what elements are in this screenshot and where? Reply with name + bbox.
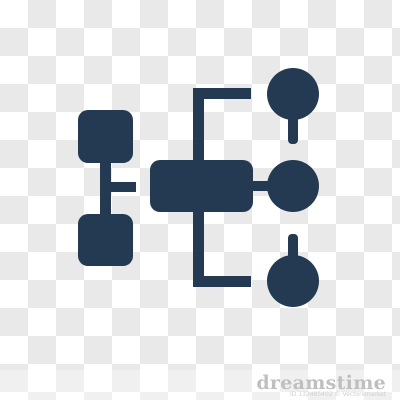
watermark-brand: dreamstime	[256, 372, 386, 394]
watermark-band	[0, 370, 400, 400]
center-node	[150, 160, 253, 212]
upper-bracket-horizontal	[193, 88, 251, 99]
middle-circle-node	[267, 160, 319, 212]
watermark-id: ID 132485402 © Vectorsmarket	[289, 391, 386, 398]
upper-bracket-vertical	[193, 88, 204, 162]
top-circle-stem	[288, 115, 298, 144]
top-circle-node	[267, 68, 319, 120]
bottom-circle-stem	[288, 234, 298, 262]
left-top-node	[78, 110, 133, 163]
left-horizontal-connector	[111, 182, 136, 192]
middle-connector	[252, 181, 272, 191]
left-bottom-node	[78, 214, 133, 266]
lower-bracket-horizontal	[193, 276, 251, 287]
left-vertical-connector	[100, 160, 111, 217]
lower-bracket-vertical	[193, 210, 204, 286]
bottom-circle-node	[267, 255, 319, 307]
